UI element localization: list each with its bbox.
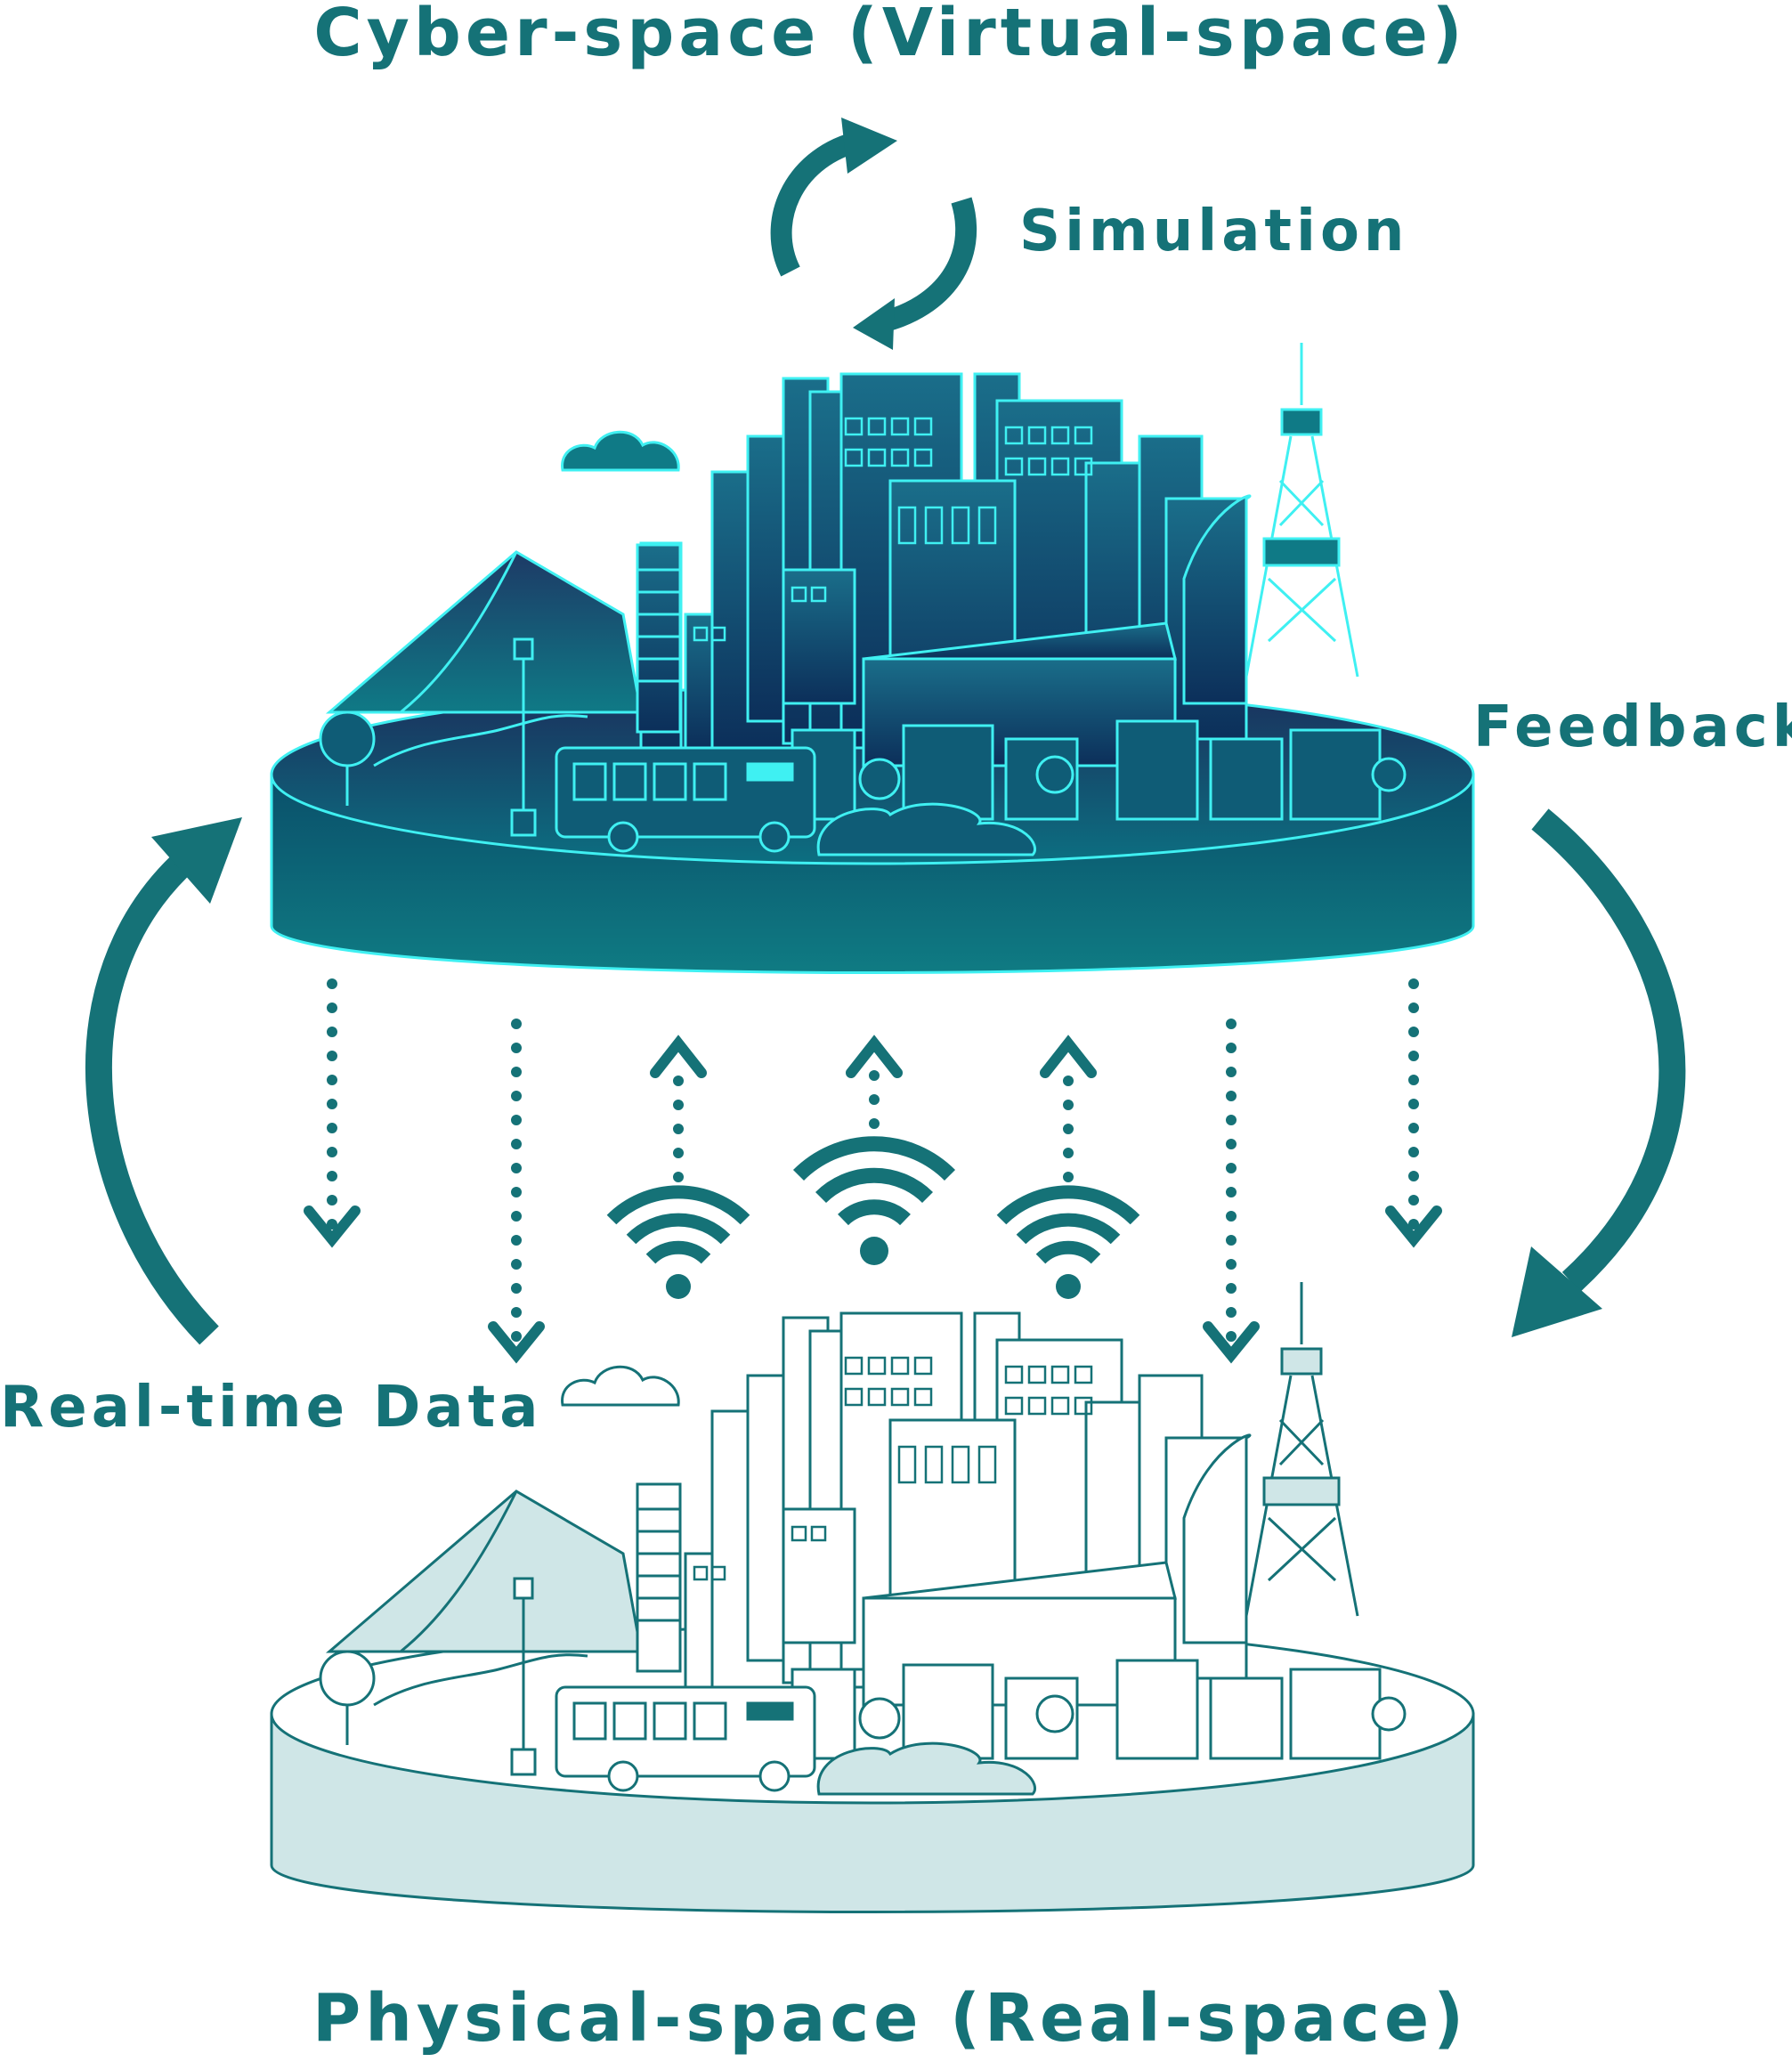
wifi-icon [792, 1136, 956, 1265]
physical-city [270, 1282, 1475, 1913]
feedback-arrow [1512, 808, 1686, 1337]
cycle-arrows-icon [770, 118, 977, 350]
bus-icon [555, 746, 816, 853]
wifi-icon [606, 1185, 750, 1299]
realtime-data-arrow [85, 817, 242, 1345]
up-data-arrows [650, 1035, 1097, 1182]
cyber-city [270, 343, 1475, 974]
cyber-space-title: Cyber-space (Virtual-space) [313, 0, 1466, 71]
wifi-icon [996, 1185, 1140, 1299]
cloud-icon [561, 1365, 680, 1407]
cloud-icon [561, 430, 680, 472]
down-data-arrows [304, 978, 1442, 1364]
bus-icon [555, 1685, 816, 1792]
feedback-label: Feedback [1473, 694, 1792, 760]
realtime-data-label: Real-time Data [0, 1375, 542, 1441]
physical-space-title: Physical-space (Real-space) [312, 1980, 1468, 2057]
tower-icon [1245, 1282, 1359, 1617]
simulation-label: Simulation [1019, 199, 1408, 264]
tower-icon [1245, 343, 1359, 678]
